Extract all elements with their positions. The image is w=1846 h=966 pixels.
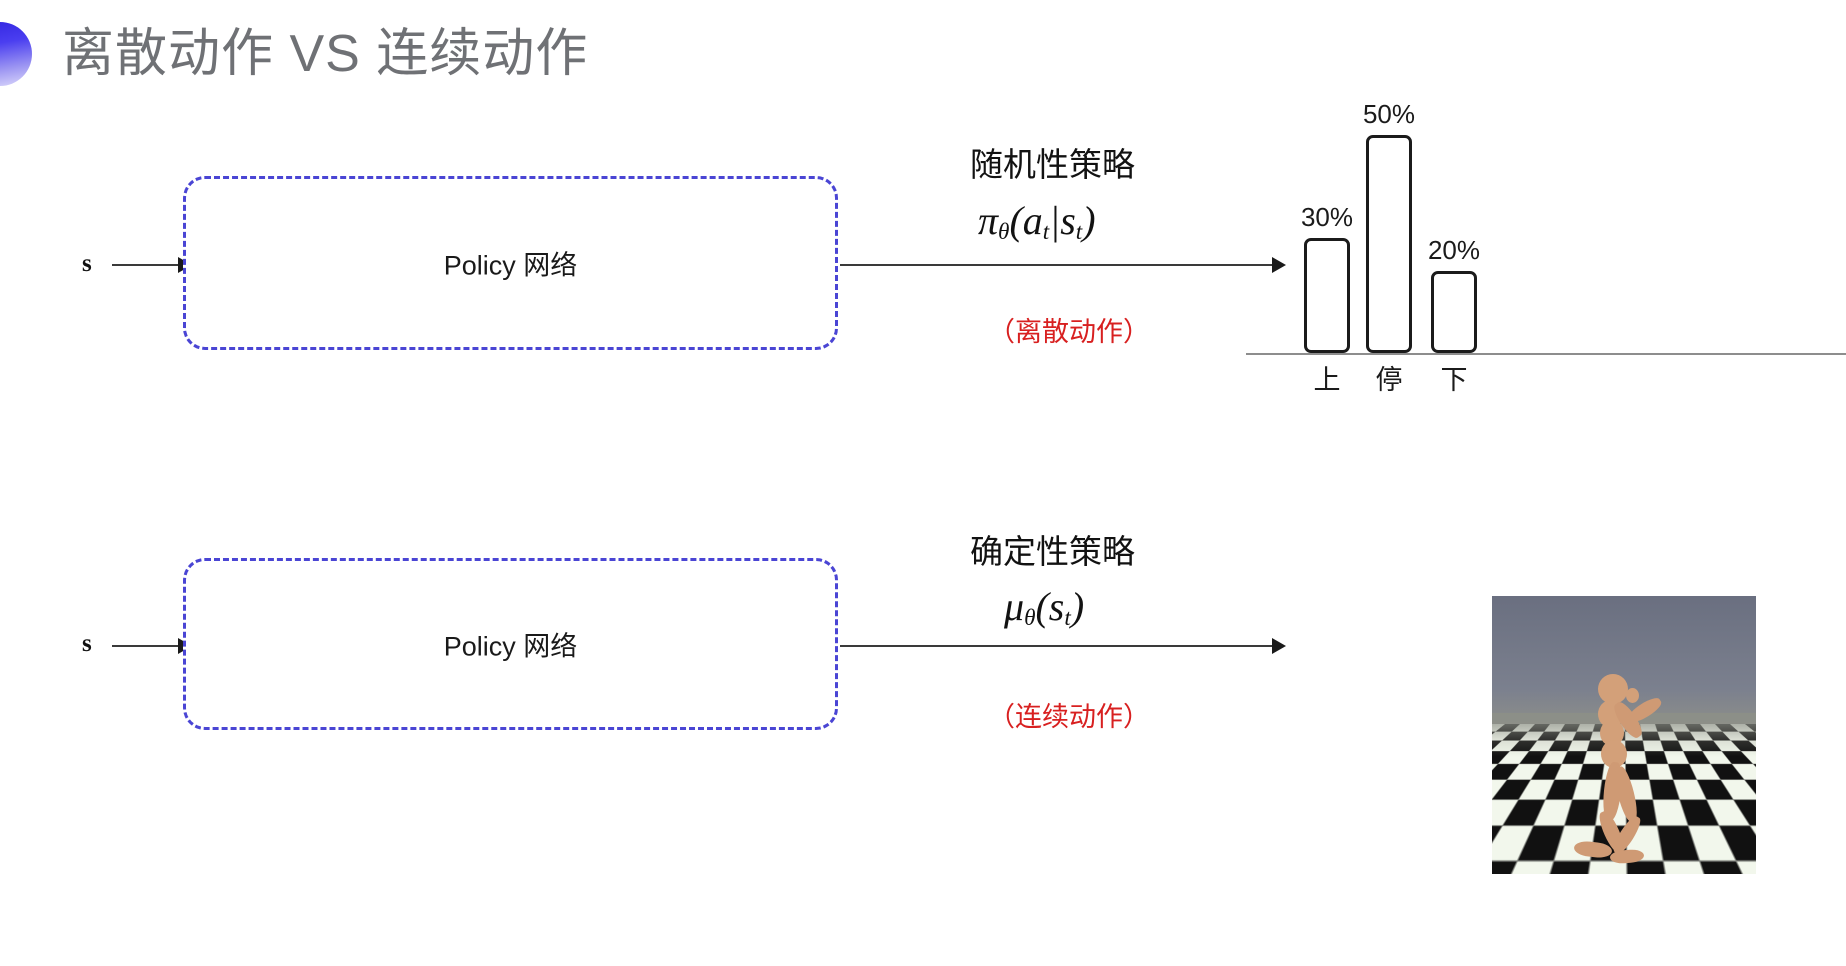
state-label-discrete: s bbox=[82, 250, 92, 278]
policy-formula-open-discrete: (a bbox=[1009, 198, 1042, 243]
state-label-continuous: s bbox=[82, 630, 92, 658]
policy-formula-symbol-continuous: μ bbox=[1004, 584, 1024, 629]
network-to-output-arrowhead-continuous bbox=[1272, 638, 1286, 654]
policy-formula-close-discrete: ) bbox=[1082, 198, 1095, 243]
policy-formula-theta-continuous: θ bbox=[1024, 605, 1035, 631]
bar-rect-1[interactable] bbox=[1366, 135, 1412, 353]
bar-category-0: 上 bbox=[1314, 358, 1341, 397]
state-to-network-arrow-discrete bbox=[112, 264, 184, 266]
bar-chart-x-axis bbox=[1246, 353, 1846, 355]
bar-value-1: 50% bbox=[1363, 99, 1415, 130]
policy-formula-theta-discrete: θ bbox=[998, 219, 1009, 245]
half-circle-bullet-icon bbox=[0, 22, 32, 86]
state-to-network-arrow-continuous bbox=[112, 645, 184, 647]
humanoid-foot-back bbox=[1610, 849, 1645, 864]
policy-formula-open-continuous: (s bbox=[1035, 584, 1064, 629]
policy-kind-discrete: 随机性策略 bbox=[970, 138, 1135, 186]
bar-category-2: 下 bbox=[1441, 358, 1468, 397]
policy-formula-continuous: μθ(st) bbox=[1004, 583, 1084, 632]
policy-kind-continuous: 确定性策略 bbox=[970, 525, 1135, 573]
policy-network-box-continuous[interactable]: Policy 网络 bbox=[183, 558, 838, 730]
bar-rect-0[interactable] bbox=[1304, 238, 1350, 353]
policy-network-label-discrete: Policy 网络 bbox=[186, 244, 835, 283]
network-to-output-arrow-discrete bbox=[840, 264, 1280, 266]
bar-value-2: 20% bbox=[1428, 235, 1480, 266]
bar-rect-2[interactable] bbox=[1431, 271, 1477, 353]
bar-category-1: 停 bbox=[1376, 358, 1403, 397]
policy-network-label-continuous: Policy 网络 bbox=[186, 625, 835, 664]
page-title: 离散动作 VS 连续动作 bbox=[62, 22, 588, 86]
policy-formula-symbol-discrete: π bbox=[978, 198, 998, 243]
bar-value-0: 30% bbox=[1301, 202, 1353, 233]
action-note-continuous: （连续动作） bbox=[988, 695, 1150, 734]
policy-network-box-discrete[interactable]: Policy 网络 bbox=[183, 176, 838, 350]
humanoid-hand bbox=[1626, 688, 1639, 703]
network-to-output-arrow-continuous bbox=[840, 645, 1280, 647]
action-probability-bar-chart: 30% 上 50% 停 20% 下 bbox=[1246, 95, 1846, 395]
policy-formula-bar-discrete: |s bbox=[1049, 198, 1076, 243]
humanoid-figure bbox=[1580, 674, 1690, 864]
policy-formula-close-continuous: ) bbox=[1071, 584, 1084, 629]
action-note-discrete: （离散动作） bbox=[988, 310, 1150, 349]
policy-formula-discrete: πθ(at|st) bbox=[978, 197, 1096, 246]
humanoid-simulation-image bbox=[1492, 596, 1756, 874]
humanoid-foot-front bbox=[1573, 840, 1612, 859]
